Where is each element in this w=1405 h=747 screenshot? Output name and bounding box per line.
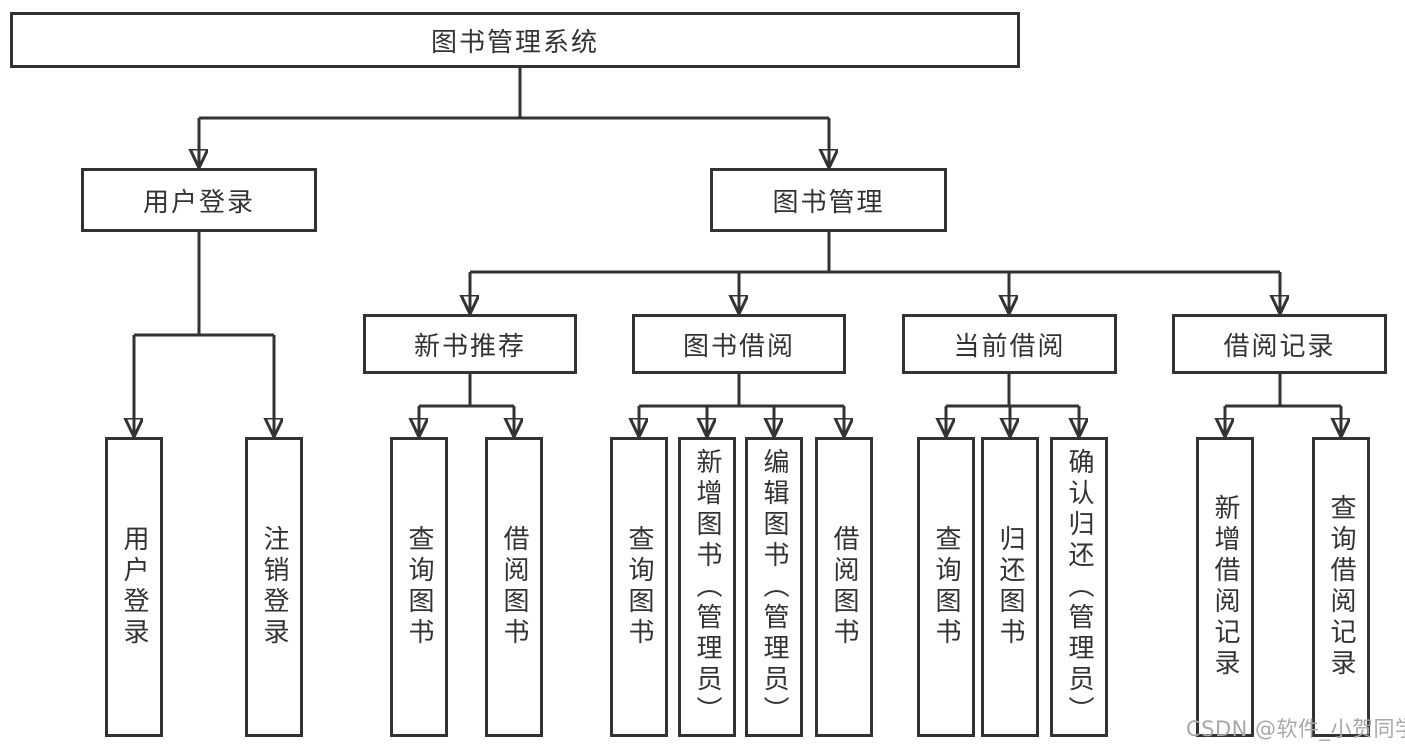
node-current-borrowing-label: 当前借阅 (953, 331, 1066, 362)
leaf-query-books-current-label: 查询图书 (931, 525, 961, 649)
node-book-management-label: 图书管理 (772, 187, 885, 218)
branch-new-book-rec (419, 374, 514, 437)
csdn-watermark: CSDN @软件_小贺同学 (1186, 717, 1405, 741)
node-user-login-label: 用户登录 (142, 187, 255, 218)
leaf-add-borrow-record-label: 新增借阅记录 (1210, 494, 1240, 680)
leaf-edit-books-admin-label: 编辑图书（管理员） (759, 447, 789, 727)
node-user-login: 用户登录 (81, 168, 317, 232)
node-new-book-recommendation-label: 新书推荐 (413, 331, 526, 362)
leaf-user-login: 用户登录 (105, 437, 163, 737)
node-root-label: 图书管理系统 (430, 27, 599, 58)
node-book-management: 图书管理 (710, 168, 947, 232)
node-root: 图书管理系统 (10, 12, 1020, 68)
leaf-return-books-label: 归还图书 (995, 525, 1025, 649)
branch-user-login (134, 232, 274, 437)
leaf-confirm-return-admin-label: 确认归还（管理员） (1064, 447, 1094, 727)
leaf-user-login-label: 用户登录 (119, 525, 149, 649)
leaf-query-books-recommendation-label: 查询图书 (404, 525, 434, 649)
leaf-borrow-books-recommendation-label: 借阅图书 (499, 525, 529, 649)
node-new-book-recommendation: 新书推荐 (363, 314, 577, 374)
node-current-borrowing: 当前借阅 (902, 314, 1117, 374)
leaf-query-books-borrowing-label: 查询图书 (624, 525, 654, 649)
node-book-borrowing-label: 图书借阅 (682, 331, 795, 362)
leaf-borrow-books-label: 借阅图书 (829, 525, 859, 649)
branch-book-borrow (639, 374, 844, 437)
leaf-add-books-admin-label: 新增图书（管理员） (692, 447, 722, 727)
leaf-borrow-books: 借阅图书 (815, 437, 873, 737)
leaf-edit-books-admin: 编辑图书（管理员） (745, 437, 803, 737)
leaf-confirm-return-admin: 确认归还（管理员） (1050, 437, 1108, 737)
leaf-query-books-recommendation: 查询图书 (390, 437, 448, 737)
leaf-query-borrow-record: 查询借阅记录 (1312, 437, 1370, 737)
node-borrowing-records-label: 借阅记录 (1223, 331, 1336, 362)
branch-borrow-records (1225, 374, 1341, 437)
branch-book-mgmt (470, 232, 1280, 314)
branch-current-borrow (946, 374, 1079, 437)
leaf-add-borrow-record: 新增借阅记录 (1196, 437, 1254, 737)
leaf-query-books-current: 查询图书 (917, 437, 975, 737)
leaf-add-books-admin: 新增图书（管理员） (678, 437, 736, 737)
node-book-borrowing: 图书借阅 (632, 314, 846, 374)
branch-root (199, 68, 829, 168)
leaf-borrow-books-recommendation: 借阅图书 (485, 437, 543, 737)
leaf-query-books-borrowing: 查询图书 (610, 437, 668, 737)
leaf-return-books: 归还图书 (981, 437, 1039, 737)
leaf-query-borrow-record-label: 查询借阅记录 (1326, 494, 1356, 680)
leaf-logout: 注销登录 (245, 437, 303, 737)
node-borrowing-records: 借阅记录 (1172, 314, 1387, 374)
leaf-logout-label: 注销登录 (259, 525, 289, 649)
